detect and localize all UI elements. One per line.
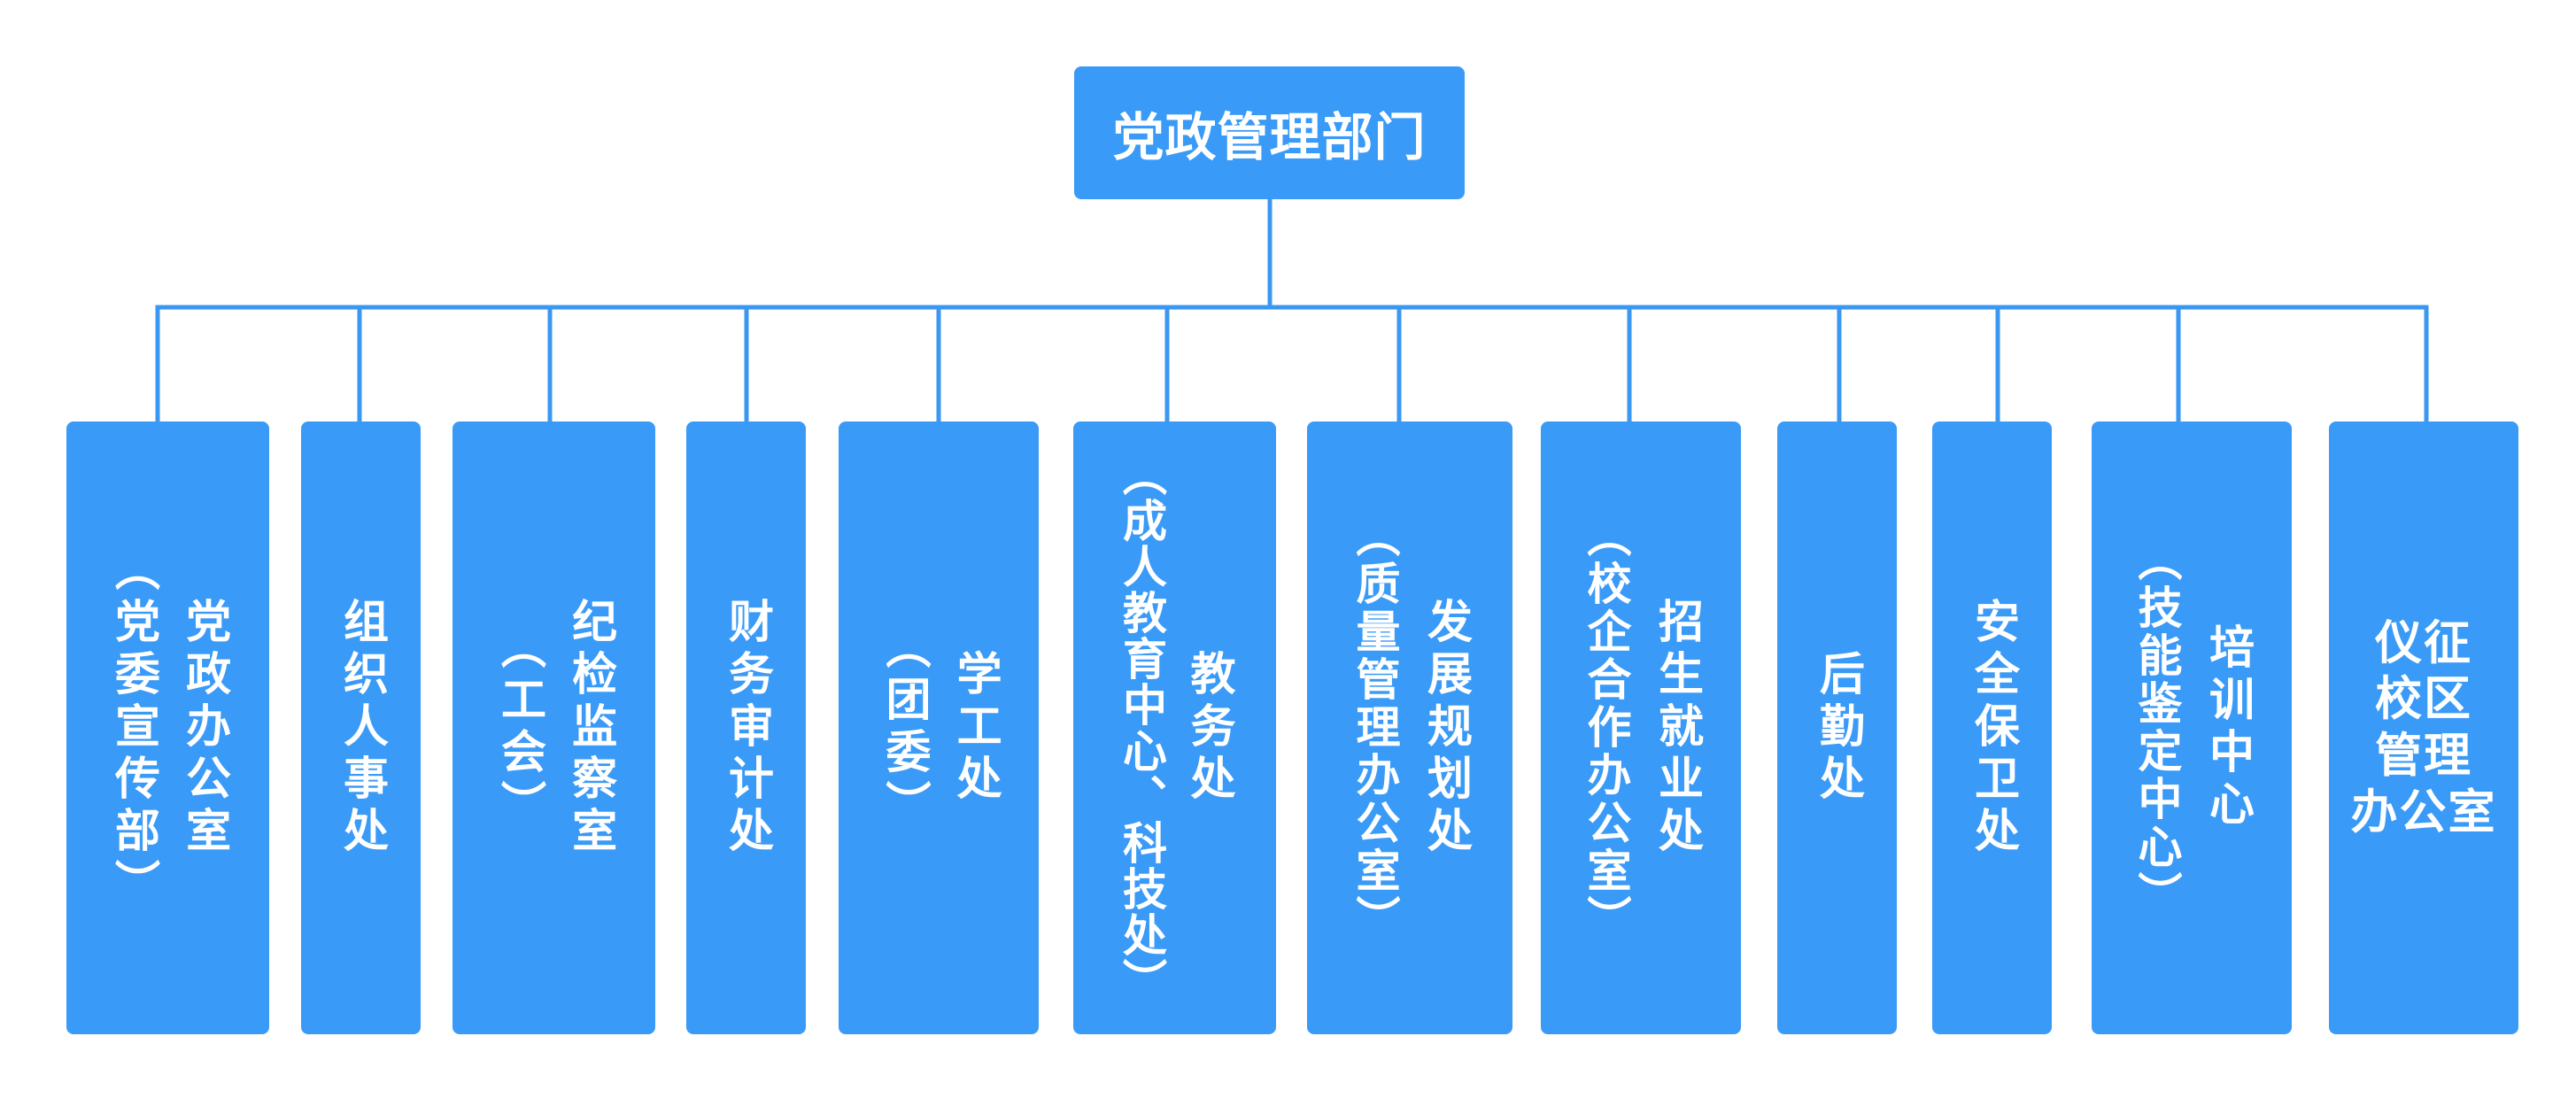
dept-main-label: 财务审计处 [720, 597, 773, 859]
dept-box-logistics: 后勤处 [1777, 421, 1897, 1034]
dept-main-label: 纪检监察室 [563, 597, 616, 859]
dept-label-line: 仪征 [2375, 615, 2472, 670]
dept-main-label: 仪征 校区 管理 办公室 [2351, 615, 2497, 840]
dept-main-label: 安全保卫处 [1966, 597, 2019, 859]
dept-box-yizheng-campus: 仪征 校区 管理 办公室 [2329, 421, 2518, 1034]
dept-box-development-planning: 发展规划处 （质量管理办公室） [1307, 421, 1512, 1034]
dept-box-training-center: 培训中心 （技能鉴定中心） [2092, 421, 2292, 1034]
dept-label-line: 管理 [2375, 729, 2472, 783]
dept-sub-label: （党委宣传部） [106, 545, 159, 911]
dept-sub-label: （工会） [492, 623, 545, 832]
dept-main-label: 招生就业处 [1650, 597, 1703, 859]
dept-sub-label: （技能鉴定中心） [2131, 537, 2183, 919]
dept-box-organization-personnel: 组织人事处 [301, 421, 421, 1034]
dept-box-academic-affairs: 教务处 （成人教育中心、科技处） [1073, 421, 1276, 1034]
dept-label-line: 校区 [2375, 672, 2472, 727]
dept-main-label: 发展规划处 [1419, 597, 1472, 859]
dept-main-label: 教务处 [1182, 649, 1235, 807]
dept-sub-label: （团委） [878, 623, 930, 832]
dept-box-discipline-inspection: 纪检监察室 （工会） [453, 421, 655, 1034]
root-node-label: 党政管理部门 [1112, 107, 1427, 167]
dept-main-label: 后勤处 [1811, 649, 1864, 807]
root-node: 党政管理部门 [1074, 66, 1465, 199]
dept-sub-label: （校企合作办公室） [1580, 513, 1632, 943]
dept-sub-label: （成人教育中心、科技处） [1115, 452, 1167, 1004]
dept-main-label: 培训中心 [2201, 623, 2254, 832]
dept-box-security: 安全保卫处 [1932, 421, 2052, 1034]
dept-box-finance-audit: 财务审计处 [686, 421, 806, 1034]
dept-box-admissions-employment: 招生就业处 （校企合作办公室） [1541, 421, 1741, 1034]
dept-main-label: 组织人事处 [335, 597, 388, 859]
dept-sub-label: （质量管理办公室） [1349, 513, 1401, 943]
dept-main-label: 学工处 [948, 649, 1002, 807]
dept-main-label: 党政办公室 [177, 597, 230, 859]
dept-box-student-affairs: 学工处 （团委） [839, 421, 1039, 1034]
dept-box-party-office: 党政办公室 （党委宣传部） [66, 421, 269, 1034]
dept-label-line: 办公室 [2350, 785, 2497, 839]
